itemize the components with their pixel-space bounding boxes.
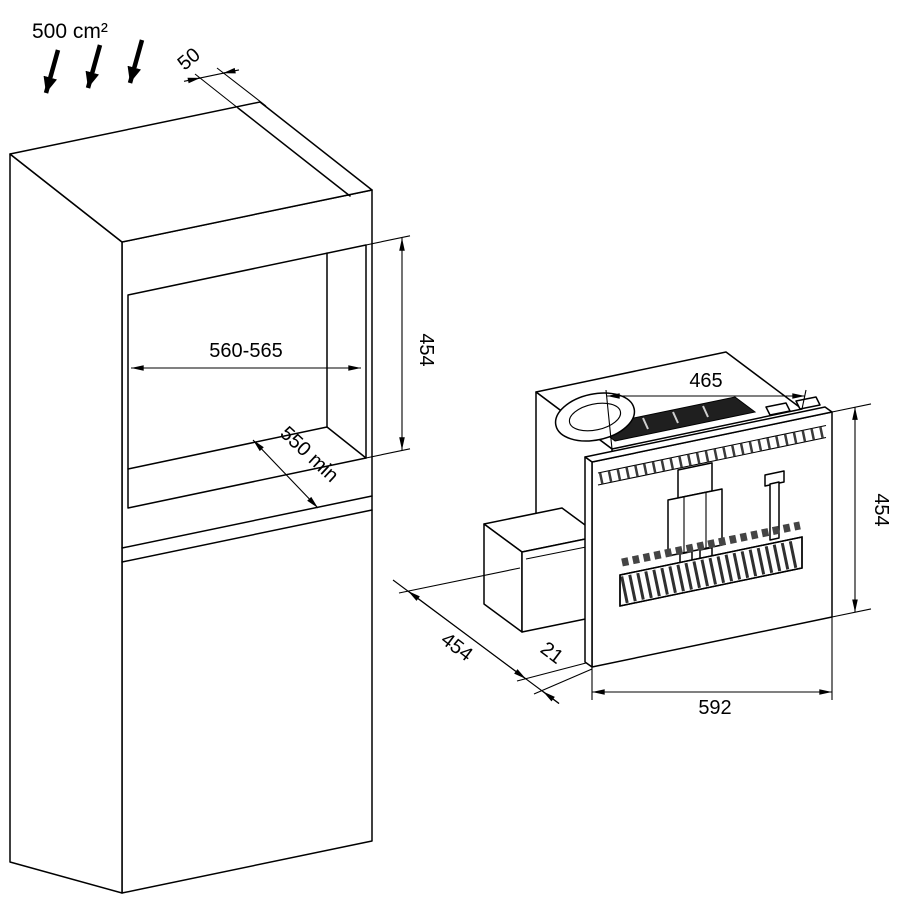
cabinet-drawing: 500 cm² 50 560-565 454 550 min [9,20,437,894]
bean-container-lid [554,392,636,442]
appliance-width-dimension: 465 [605,370,807,450]
vent-gap-dimension: 50 [174,44,267,113]
cabinet-left-face [9,153,123,894]
niche-interior-lines [127,252,367,470]
airflow-arrow-1 [43,49,61,94]
top-fitting-1 [765,402,791,416]
control-panel-buttons [642,405,709,430]
fascia-width-dimension: 592 [591,617,833,719]
cabinet-panel-lines [121,495,373,563]
fascia-left-edge [584,456,593,668]
niche-height-label: 454 [415,333,437,366]
vent-gap-label: 50 [174,44,205,75]
top-fitting-2 [795,396,821,410]
appliance-drawing: 465 454 454 21 592 [392,351,892,719]
top-vent-strip-line [237,107,351,197]
appliance-height-dimension: 454 [831,403,892,618]
airflow-arrow-3 [127,39,145,84]
fascia-vent-band [597,424,827,486]
airflow-arrow-2 [85,44,103,89]
base-block [483,507,601,633]
niche-height-dimension: 454 [365,235,437,459]
niche-width-dimension: 560-565 [130,340,362,371]
fascia-depth-label: 21 [536,638,567,669]
appliance-height-label: 454 [870,493,892,526]
niche-width-label: 560-565 [209,340,282,362]
drip-tray [619,521,803,607]
airflow-arrows [43,39,145,94]
vent-area-label: 500 cm² [32,20,108,43]
cabinet-top-face [9,101,373,243]
appliance-width-label: 465 [689,370,722,392]
hot-water-spout [764,470,785,541]
fascia-width-label: 592 [698,697,731,719]
appliance-depth-label: 454 [437,628,477,666]
